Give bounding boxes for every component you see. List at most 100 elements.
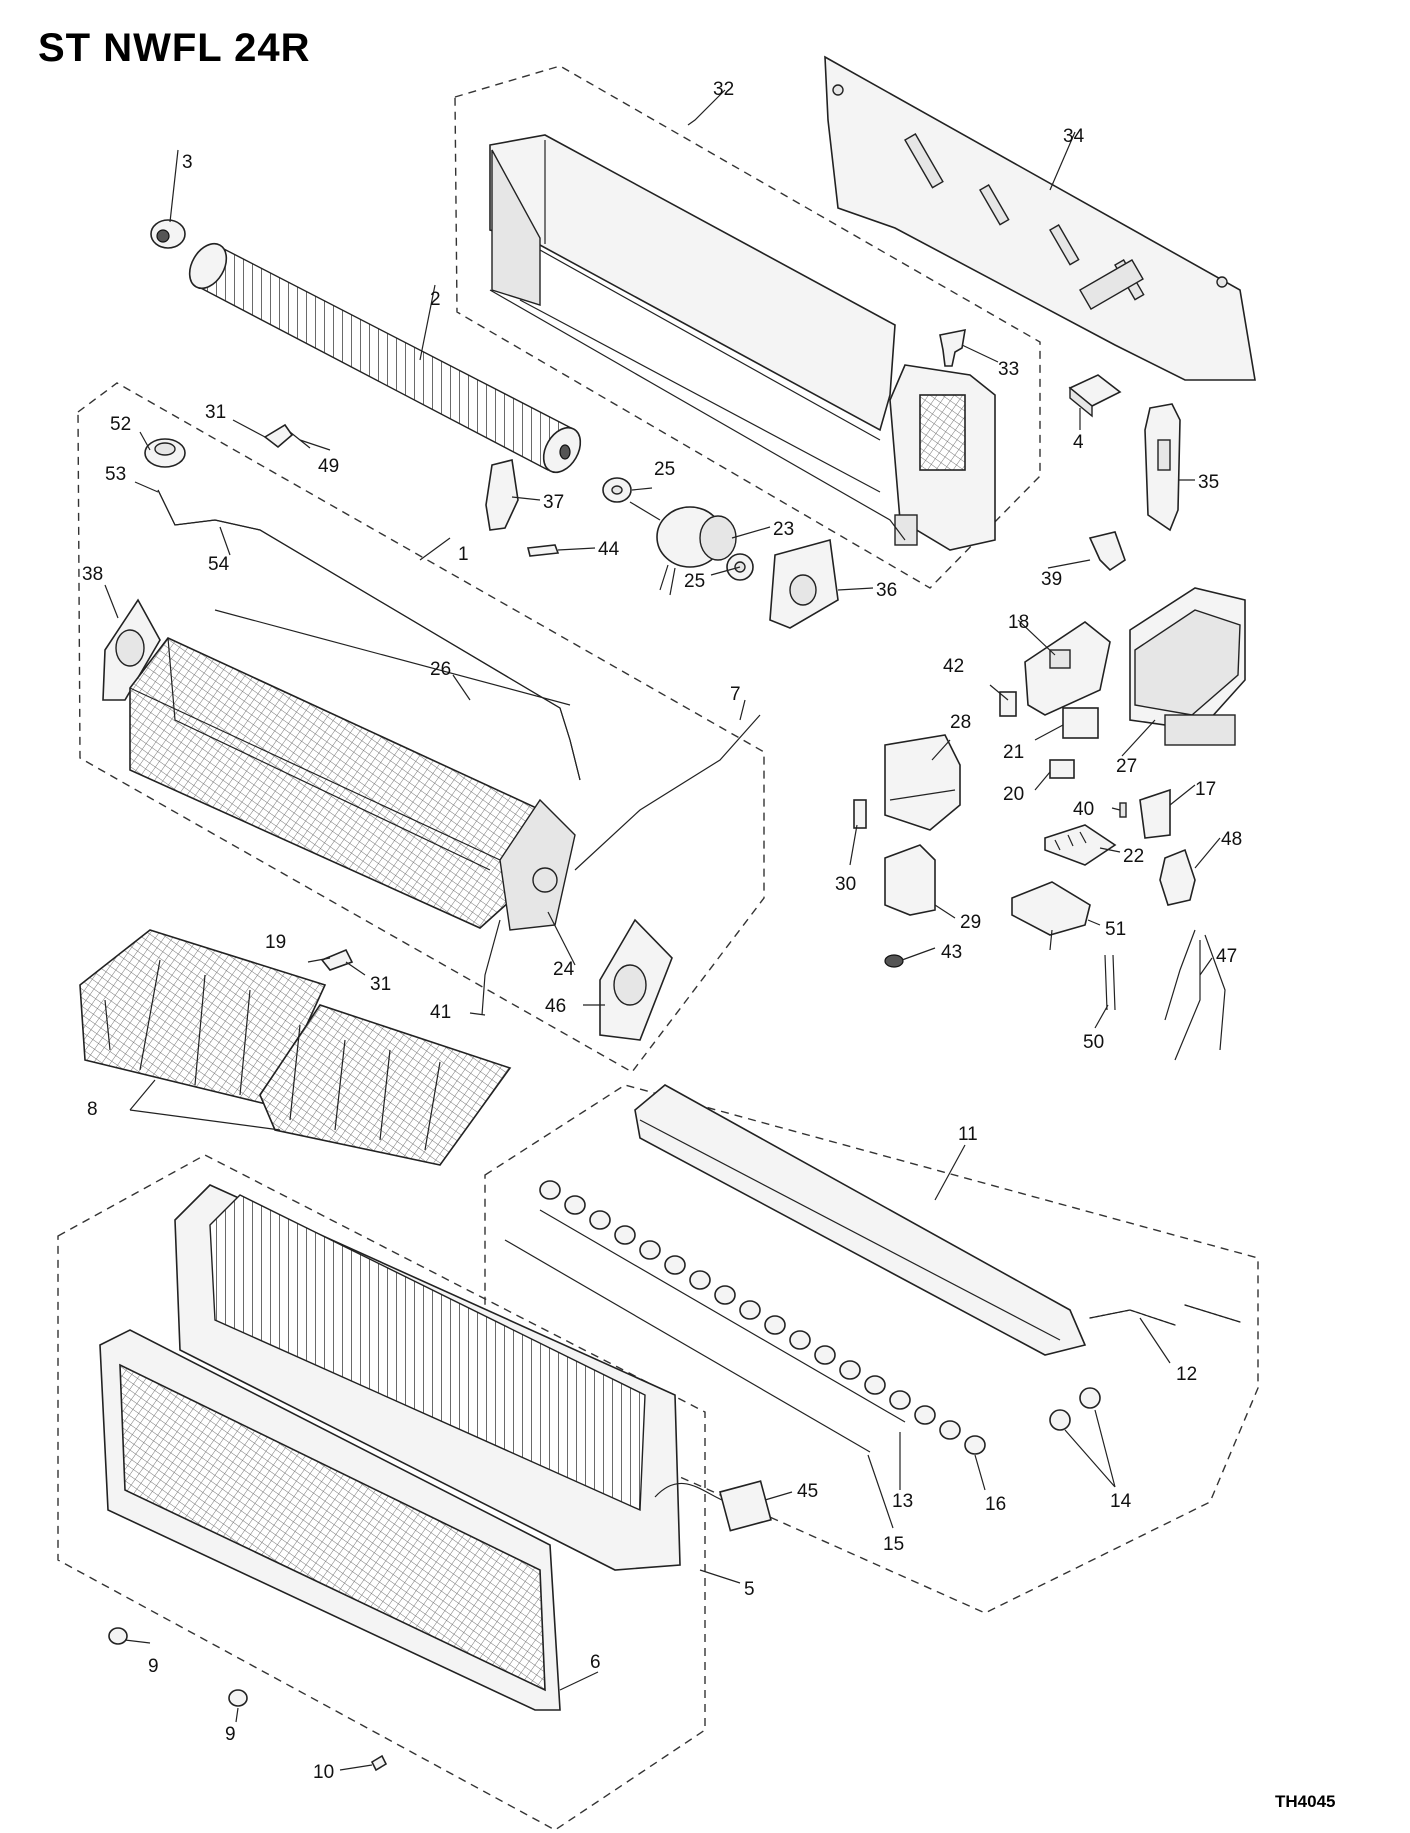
part-36-motor-cover <box>769 538 839 629</box>
callout-16: 16 <box>985 1494 1006 1515</box>
callout-29: 29 <box>960 912 981 933</box>
callout-33: 33 <box>998 359 1019 380</box>
rear-chassis-group-outline <box>454 65 1041 589</box>
part-33-clip <box>939 328 966 367</box>
callout-5: 5 <box>744 1579 755 1600</box>
part-13-louver-rod <box>539 1209 906 1423</box>
callout-53: 53 <box>105 464 126 485</box>
part-52-bushing <box>144 438 186 468</box>
part-8-air-filters <box>79 929 512 1166</box>
part-43-fuse <box>884 954 904 968</box>
callout-23: 23 <box>773 519 794 540</box>
part-46-end-bracket <box>599 918 673 1041</box>
callout-41: 41 <box>430 1002 451 1023</box>
callout-3: 3 <box>182 152 193 173</box>
leader-lines <box>104 89 1221 1771</box>
callout-18: 18 <box>1008 612 1029 633</box>
part-22-terminal-block <box>1044 824 1117 866</box>
callout-35: 35 <box>1198 472 1219 493</box>
part-30-label <box>853 799 867 829</box>
callout-22: 22 <box>1123 846 1144 867</box>
callout-30: 30 <box>835 874 856 895</box>
part-28-terminal-cover <box>884 734 961 831</box>
callout-32: 32 <box>713 79 734 100</box>
evaporator-group-outline <box>77 382 765 1073</box>
callout-38: 38 <box>82 564 103 585</box>
callout-45: 45 <box>797 1481 818 1502</box>
diagram-title: ST NWFL 24R <box>38 26 311 70</box>
part-5-front-grille-frame <box>174 1184 681 1571</box>
callout-labels: 3 2 32 34 33 4 35 39 18 42 21 20 27 17 4… <box>82 79 1242 1783</box>
callout-25-top: 25 <box>654 459 675 480</box>
part-39-clip <box>1088 531 1126 572</box>
part-10-screw <box>370 1754 388 1772</box>
callout-9-b: 9 <box>225 1724 236 1745</box>
part-3-bearing <box>150 219 186 249</box>
part-23-fan-motor <box>629 501 737 596</box>
callout-27: 27 <box>1116 756 1137 777</box>
part-1-evaporator-coil <box>129 637 576 931</box>
part-20-relay <box>1049 759 1075 779</box>
callout-37: 37 <box>543 492 564 513</box>
part-26-pipe <box>214 609 571 706</box>
callout-54: 54 <box>208 554 230 575</box>
callout-9-a: 9 <box>148 1656 159 1677</box>
callout-20: 20 <box>1003 784 1024 805</box>
part-51-terminal-block <box>1011 881 1091 951</box>
part-53-54-drain-pipe <box>157 489 581 781</box>
callout-46: 46 <box>545 996 566 1017</box>
part-48-bracket <box>1159 848 1196 906</box>
callout-51: 51 <box>1105 919 1126 940</box>
part-12-drain-hose <box>1089 1304 1241 1326</box>
part-31-49-clip <box>263 423 311 449</box>
part-42-bracket <box>999 691 1017 717</box>
callout-31-lower: 31 <box>370 974 391 995</box>
callout-15: 15 <box>883 1534 904 1555</box>
part-38-end-plate <box>102 598 161 701</box>
callout-34: 34 <box>1063 126 1085 147</box>
callout-7: 7 <box>730 684 741 705</box>
callout-28: 28 <box>950 712 971 733</box>
callout-39: 39 <box>1041 569 1062 590</box>
callout-36: 36 <box>876 580 897 601</box>
callout-2: 2 <box>430 289 441 310</box>
callout-24: 24 <box>553 959 575 980</box>
part-25-motor-mount-top <box>602 477 632 503</box>
callout-26: 26 <box>430 659 451 680</box>
callout-11: 11 <box>958 1124 978 1145</box>
part-41-wire <box>481 919 501 1016</box>
part-6-front-panel <box>99 1329 561 1711</box>
part-15-louver-rod <box>504 1239 871 1453</box>
part-34-mounting-plate <box>824 55 1256 381</box>
callout-49: 49 <box>318 456 339 477</box>
part-44-screw <box>527 544 560 557</box>
part-7-sensor-wire <box>574 714 761 871</box>
part-29-cover-plate <box>884 844 936 916</box>
callout-43: 43 <box>941 942 962 963</box>
callout-52: 52 <box>110 414 131 435</box>
callout-48: 48 <box>1221 829 1242 850</box>
part-47-wire-harness <box>1164 929 1226 1061</box>
callout-8: 8 <box>87 1099 98 1120</box>
part-32-rear-chassis <box>489 134 996 551</box>
part-11-drain-pan <box>634 1084 1087 1356</box>
part-50-wires <box>1104 954 1116 1011</box>
callout-19: 19 <box>265 932 286 953</box>
part-24-fitting <box>532 867 558 893</box>
callout-40: 40 <box>1073 799 1094 820</box>
callout-4: 4 <box>1073 432 1084 453</box>
part-19-31-clip-lower <box>320 948 354 971</box>
callout-1: 1 <box>458 544 469 565</box>
part-35-bracket <box>1144 403 1181 532</box>
callout-14: 14 <box>1110 1491 1132 1512</box>
part-14-fasteners <box>1049 1387 1101 1431</box>
callout-47: 47 <box>1216 946 1237 967</box>
callout-25-bottom: 25 <box>684 571 705 592</box>
part-4-cover <box>1068 374 1122 418</box>
callout-50: 50 <box>1083 1032 1104 1053</box>
part-16-louver-clips <box>539 1180 986 1455</box>
part-40-spacer <box>1119 802 1127 818</box>
part-2-blower-wheel <box>188 242 582 474</box>
front-panel-group-outline <box>57 1154 706 1831</box>
